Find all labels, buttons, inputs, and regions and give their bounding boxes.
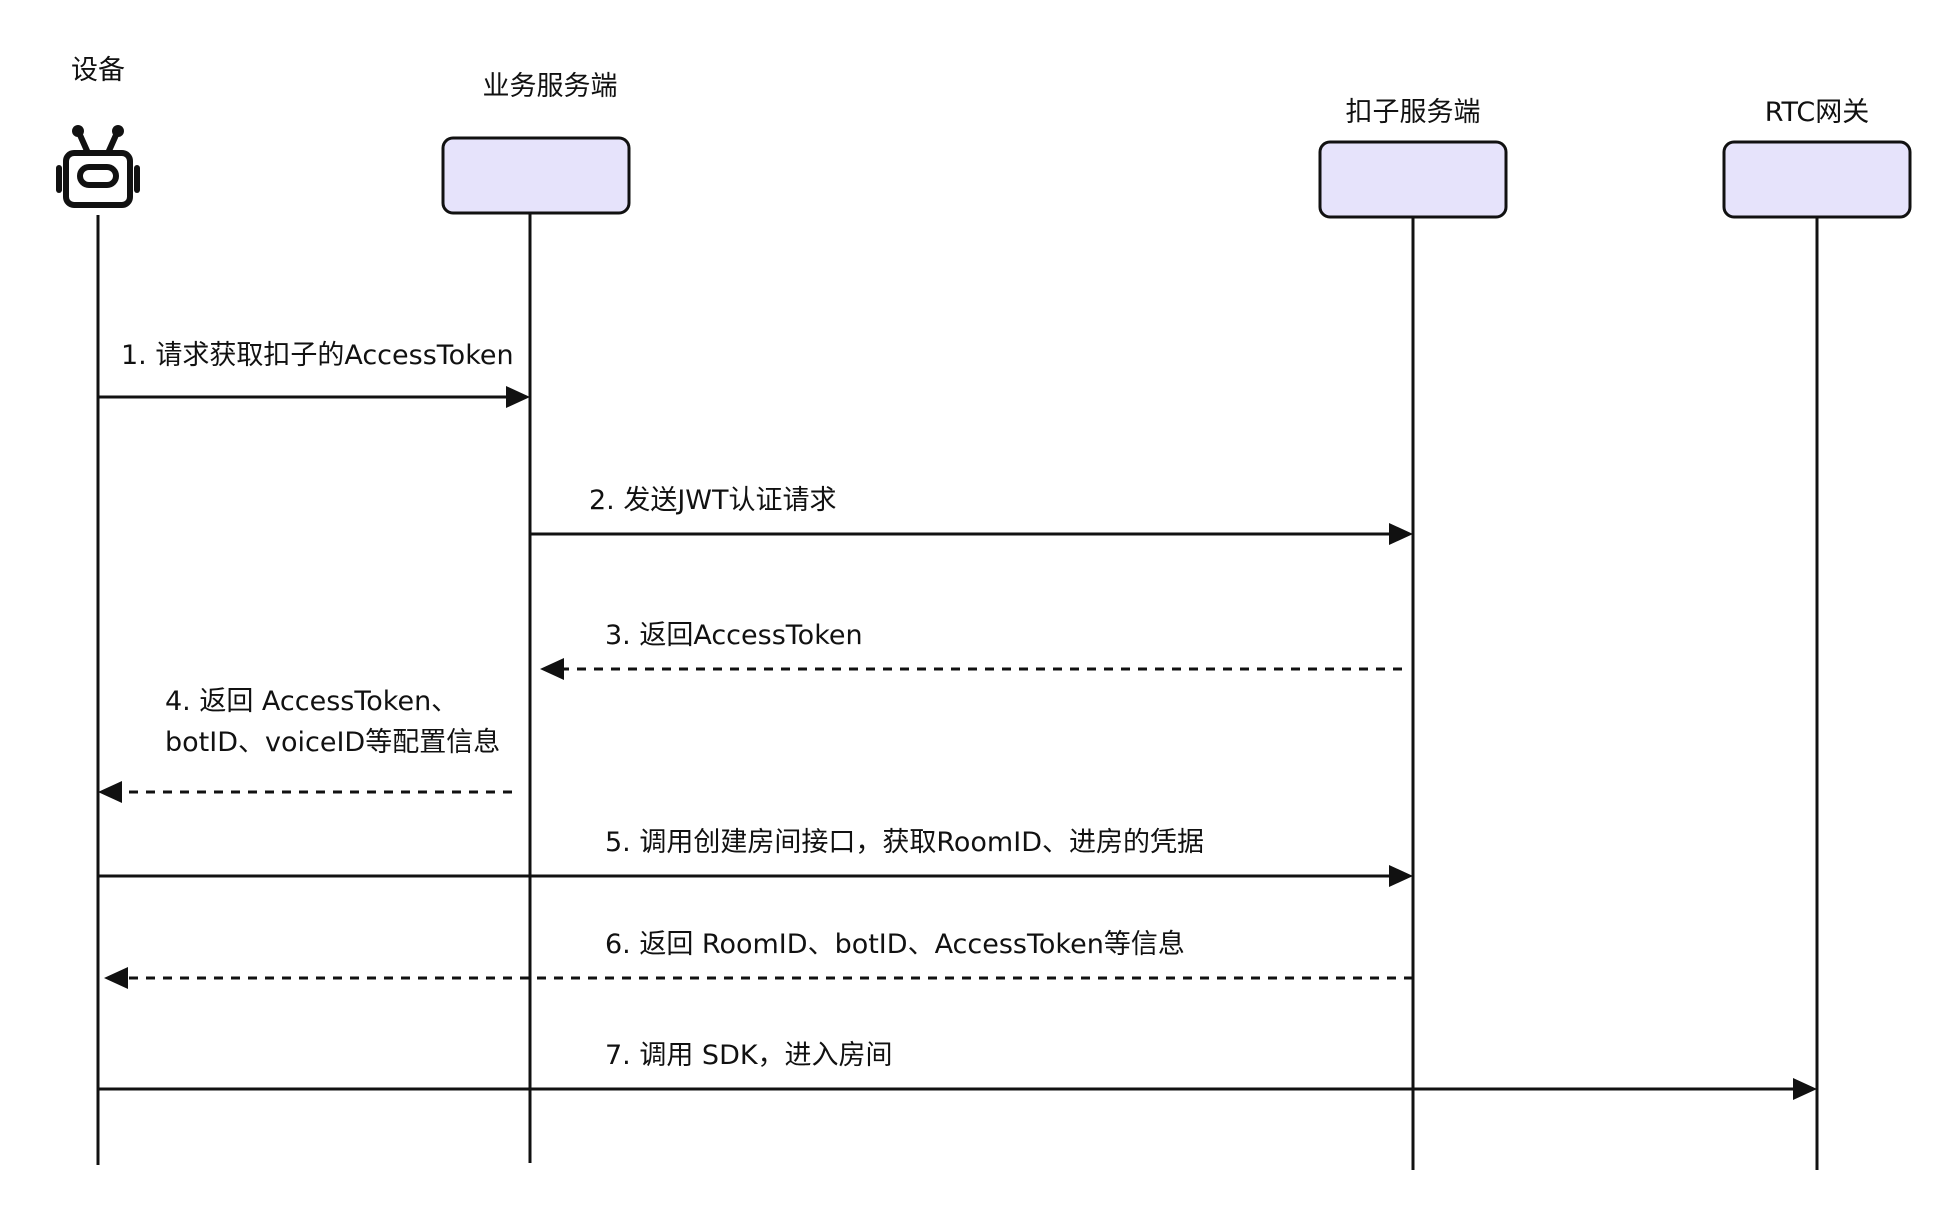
message-label: 4. 返回 AccessToken、 — [165, 686, 458, 717]
arrowhead-left — [98, 781, 122, 803]
arrowhead-right — [1389, 523, 1413, 545]
message-label-line-2: botID、voiceID等配置信息 — [165, 727, 500, 758]
participant-box-business-server — [441, 136, 631, 215]
arrowhead-left — [540, 658, 564, 680]
message-label: 5. 调用创建房间接口，获取RoomID、进房的凭据 — [605, 827, 1204, 858]
message-7: 7. 调用 SDK，进入房间 — [98, 1040, 1817, 1100]
participant-rtc-gateway: RTC网关 — [1722, 97, 1912, 219]
arrowhead-right — [1389, 865, 1413, 887]
message-2: 2. 发送JWT认证请求 — [530, 485, 1413, 545]
arrowhead-right — [1793, 1078, 1817, 1100]
participant-label-rtc-gateway: RTC网关 — [1765, 97, 1870, 128]
message-label: 1. 请求获取扣子的AccessToken — [121, 340, 514, 371]
participant-box-coze-server — [1318, 140, 1508, 219]
robot-icon — [56, 125, 140, 208]
message-label: 7. 调用 SDK，进入房间 — [605, 1040, 893, 1071]
message-6: 6. 返回 RoomID、botID、AccessToken等信息 — [104, 929, 1413, 989]
message-3: 3. 返回AccessToken — [540, 620, 1402, 680]
participant-label-device: 设备 — [71, 55, 125, 86]
message-label: 3. 返回AccessToken — [605, 620, 863, 651]
message-4: 4. 返回 AccessToken、 botID、voiceID等配置信息 — [98, 686, 512, 803]
message-label: 6. 返回 RoomID、botID、AccessToken等信息 — [605, 929, 1185, 960]
participant-label-coze-server: 扣子服务端 — [1346, 97, 1481, 128]
participant-business-server: 业务服务端 — [441, 71, 631, 215]
participant-label-business-server: 业务服务端 — [483, 71, 618, 102]
participant-device: 设备 — [56, 55, 140, 208]
message-1: 1. 请求获取扣子的AccessToken — [98, 340, 530, 408]
message-label: 2. 发送JWT认证请求 — [589, 485, 837, 516]
participant-box-rtc-gateway — [1722, 140, 1912, 219]
arrowhead-left — [104, 967, 128, 989]
message-5: 5. 调用创建房间接口，获取RoomID、进房的凭据 — [98, 827, 1413, 887]
arrowhead-right — [506, 386, 530, 408]
participant-coze-server: 扣子服务端 — [1318, 97, 1508, 219]
